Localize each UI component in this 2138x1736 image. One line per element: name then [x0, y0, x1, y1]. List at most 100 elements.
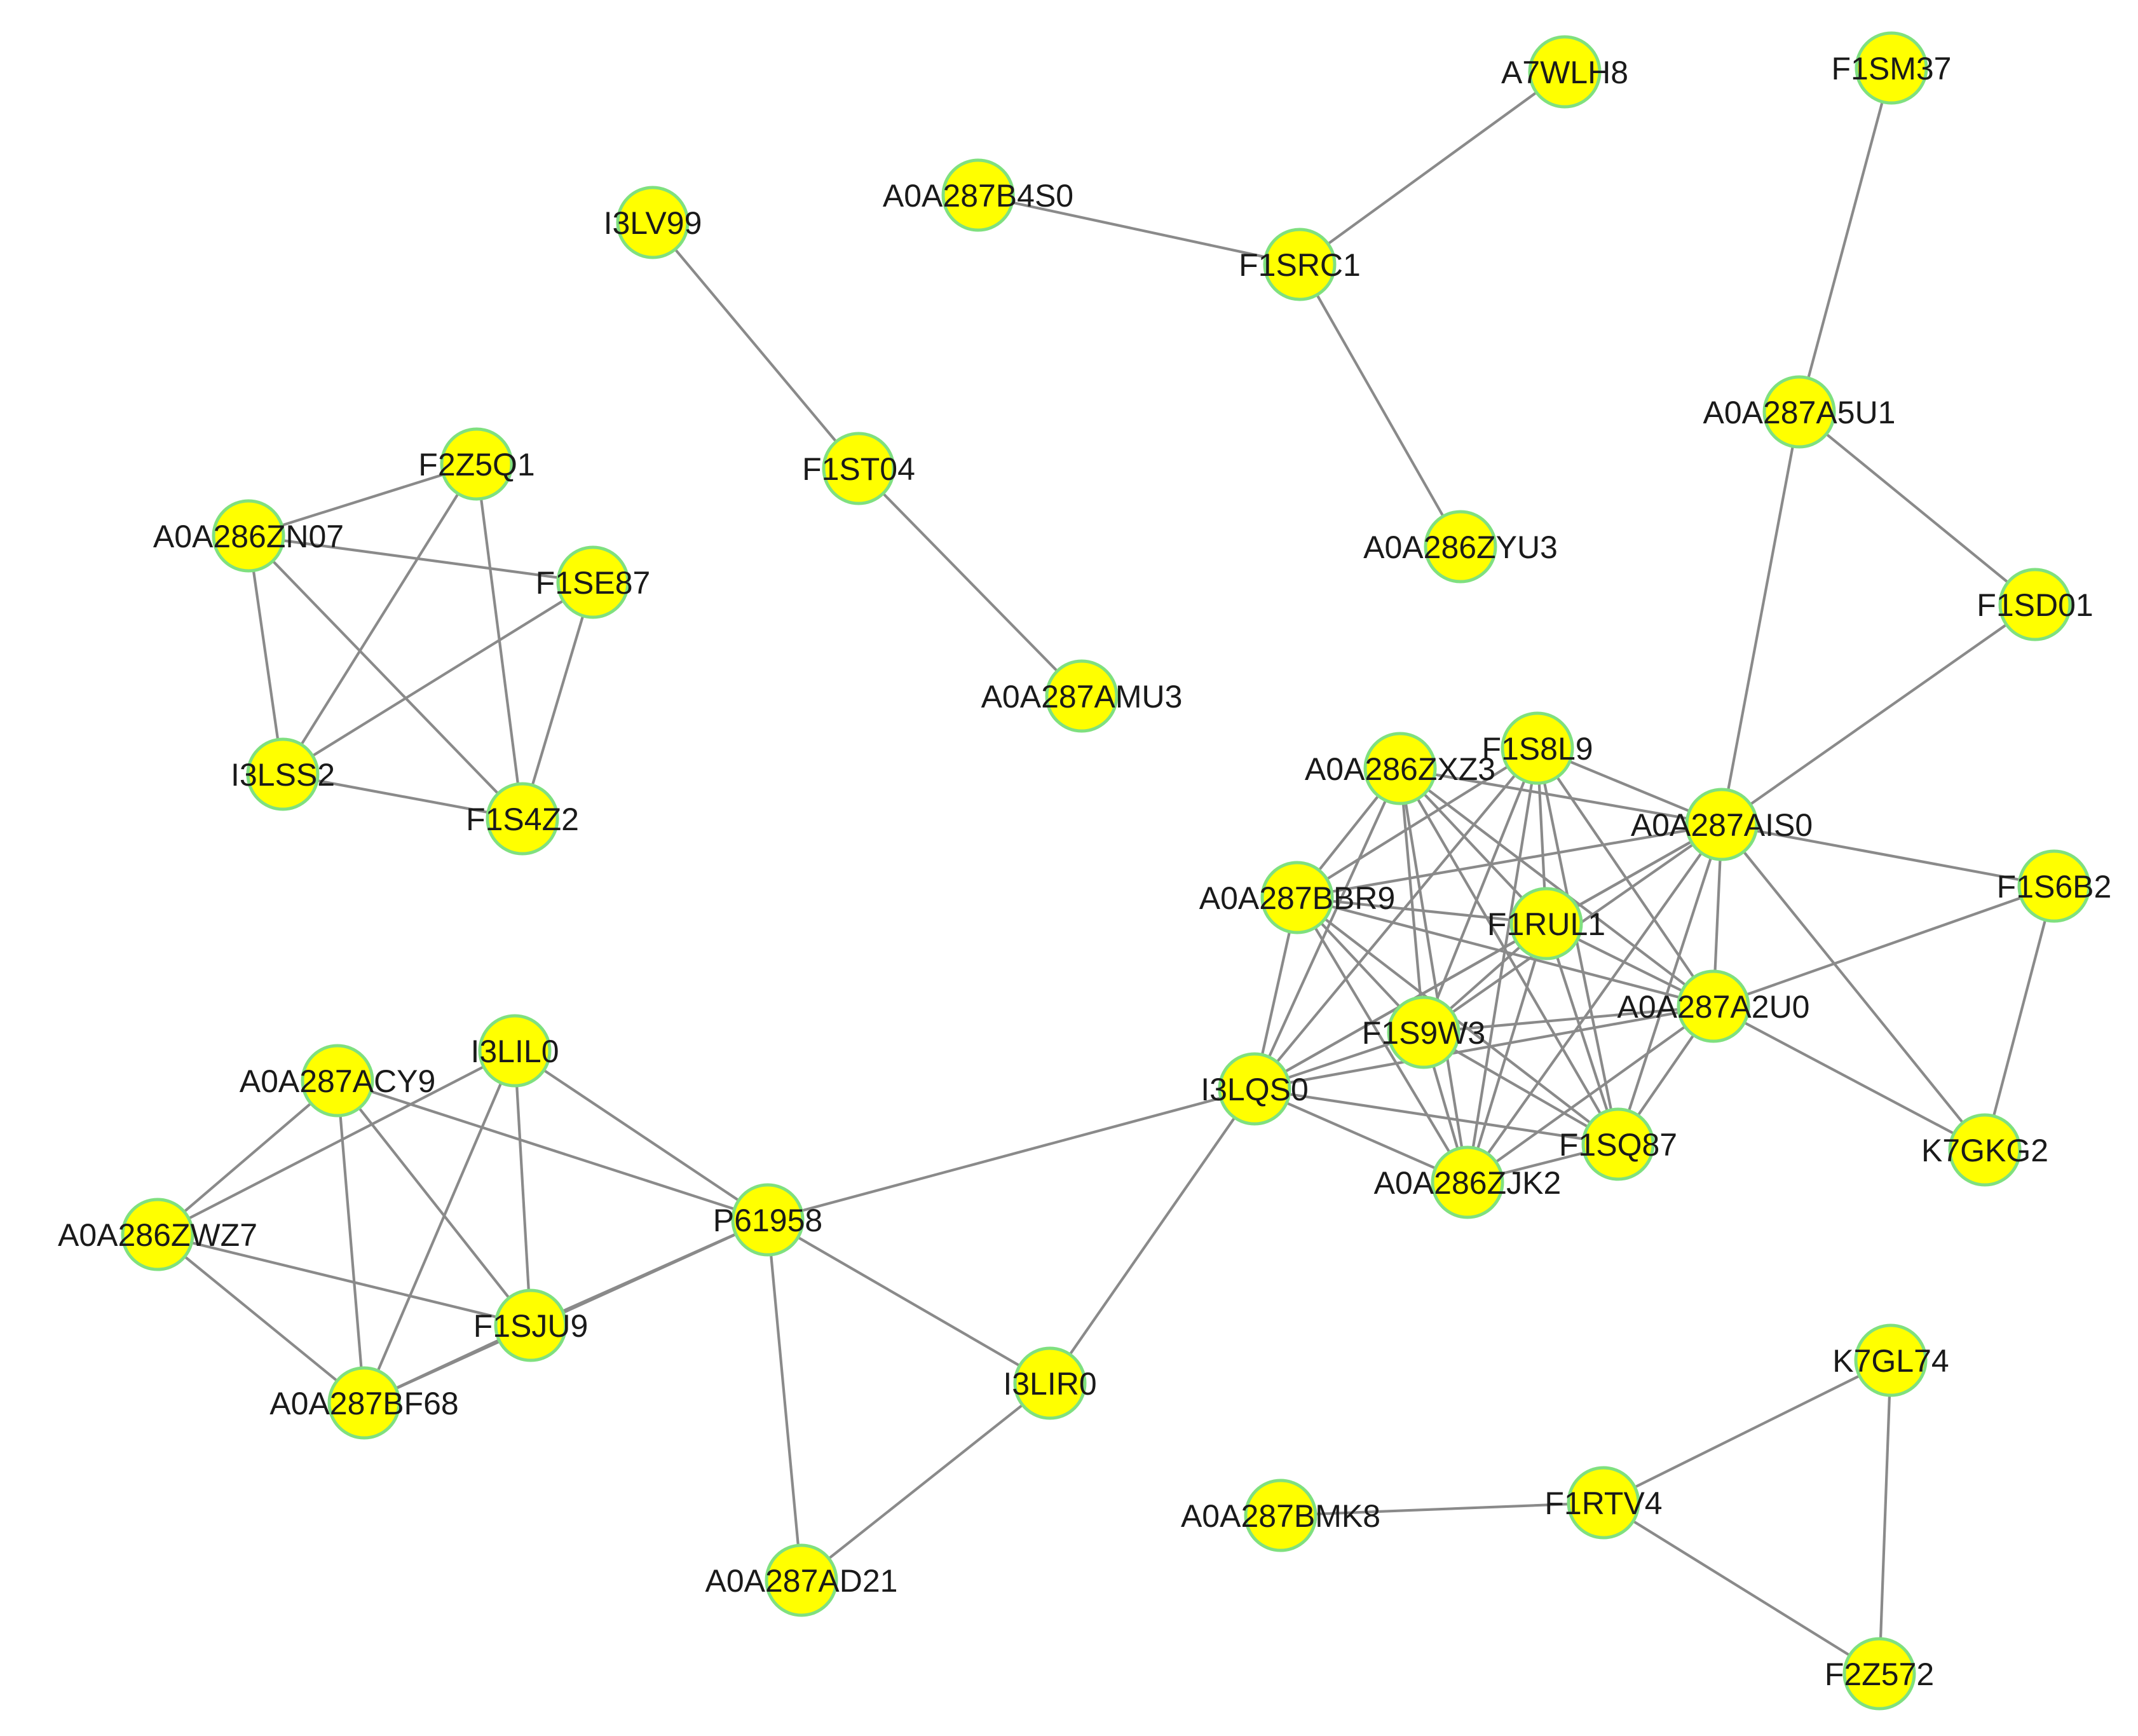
- node-label: A0A287AD21: [705, 1563, 897, 1599]
- node-circle[interactable]: [1685, 788, 1759, 861]
- node-circle[interactable]: [494, 1288, 568, 1362]
- node-a0a287ais0[interactable]: A0A287AIS0: [1631, 788, 1813, 861]
- node-circle[interactable]: [2017, 849, 2091, 923]
- node-a0a287bbr9[interactable]: A0A287BBR9: [1199, 861, 1396, 934]
- node-a0a287b4s0[interactable]: A0A287B4S0: [883, 158, 1073, 232]
- node-circle[interactable]: [1244, 1479, 1318, 1552]
- edge-f1s9w3-a0a287a2u0: [1423, 1004, 1714, 1034]
- node-f1s9w3[interactable]: F1S9W3: [1362, 995, 1486, 1069]
- node-i3lir0[interactable]: I3LIR0: [1003, 1346, 1097, 1420]
- node-circle[interactable]: [301, 1044, 374, 1117]
- edge-a0a287a2u0-k7gkg2: [1713, 1005, 1985, 1151]
- node-k7gl74[interactable]: K7GL74: [1832, 1323, 1949, 1397]
- node-circle[interactable]: [1013, 1346, 1087, 1420]
- edge-f1rul1-f1sq87: [1545, 923, 1619, 1145]
- node-a0a286zn07[interactable]: A0A286ZN07: [153, 499, 344, 573]
- node-circle[interactable]: [478, 1014, 552, 1088]
- edge-f1rtv4-f2z572: [1602, 1501, 1881, 1675]
- node-label: A0A287BBR9: [1199, 880, 1396, 916]
- node-circle[interactable]: [1998, 568, 2072, 641]
- node-circle[interactable]: [1501, 711, 1574, 785]
- node-label: A0A286ZWZ7: [58, 1217, 257, 1253]
- node-label: F1SQ87: [1559, 1127, 1677, 1163]
- node-f1s4z2[interactable]: F1S4Z2: [466, 782, 579, 856]
- node-f1s8l9[interactable]: F1S8L9: [1481, 711, 1593, 785]
- node-k7gkg2[interactable]: K7GKG2: [1921, 1113, 2048, 1187]
- node-circle[interactable]: [941, 158, 1015, 232]
- node-circle[interactable]: [1762, 375, 1836, 449]
- node-circle[interactable]: [765, 1543, 838, 1617]
- node-f1rtv4[interactable]: F1RTV4: [1544, 1466, 1663, 1540]
- node-circle[interactable]: [1431, 1145, 1504, 1219]
- node-f2z5q1[interactable]: F2Z5Q1: [418, 427, 535, 501]
- node-circle[interactable]: [486, 782, 559, 856]
- node-a0a287amu3[interactable]: A0A287AMU3: [981, 659, 1183, 733]
- node-circle[interactable]: [822, 432, 895, 505]
- node-i3lv99[interactable]: I3LV99: [604, 186, 702, 259]
- node-circle[interactable]: [121, 1198, 194, 1271]
- node-a0a287a2u0[interactable]: A0A287A2U0: [1617, 969, 1810, 1043]
- node-f1sm37[interactable]: F1SM37: [1832, 31, 1952, 105]
- edge-a0a286zn07-f2z5q1: [248, 462, 477, 538]
- node-circle[interactable]: [440, 427, 514, 501]
- node-label: I3LIR0: [1003, 1366, 1096, 1402]
- node-circle[interactable]: [1567, 1466, 1640, 1540]
- node-f1s6b2[interactable]: F1S6B2: [1997, 849, 2112, 923]
- node-circle[interactable]: [1677, 969, 1750, 1043]
- node-a0a286zyu3[interactable]: A0A286ZYU3: [1363, 510, 1558, 584]
- node-circle[interactable]: [327, 1366, 401, 1440]
- node-circle[interactable]: [1260, 861, 1334, 934]
- node-circle[interactable]: [1387, 995, 1461, 1069]
- node-circle[interactable]: [1363, 732, 1437, 805]
- node-circle[interactable]: [246, 737, 320, 811]
- node-a0a287acy9[interactable]: A0A287ACY9: [240, 1044, 436, 1117]
- node-a7wlh8[interactable]: A7WLH8: [1501, 35, 1628, 109]
- node-f1se87[interactable]: F1SE87: [536, 545, 651, 619]
- node-circle[interactable]: [1424, 510, 1497, 584]
- node-f1src1[interactable]: F1SRC1: [1239, 228, 1361, 301]
- node-label: A0A287A2U0: [1617, 989, 1809, 1025]
- node-circle[interactable]: [1842, 1637, 1916, 1711]
- node-a0a287bf68[interactable]: A0A287BF68: [269, 1366, 459, 1440]
- node-circle[interactable]: [1218, 1052, 1291, 1126]
- node-a0a287a5u1[interactable]: A0A287A5U1: [1703, 375, 1896, 449]
- node-i3lqs0[interactable]: I3LQS0: [1201, 1052, 1309, 1126]
- node-circle[interactable]: [1854, 1323, 1928, 1397]
- node-circle[interactable]: [1948, 1113, 2022, 1187]
- node-label: A0A286ZJK2: [1374, 1165, 1562, 1201]
- node-a0a287ad21[interactable]: A0A287AD21: [705, 1543, 898, 1617]
- node-label: I3LSS2: [231, 757, 335, 793]
- node-f1sd01[interactable]: F1SD01: [1977, 568, 2094, 641]
- node-circle[interactable]: [616, 186, 690, 259]
- node-a0a287bmk8[interactable]: A0A287BMK8: [1181, 1479, 1380, 1552]
- edge-a0a286zxz3-a0a287ais0: [1399, 767, 1722, 826]
- node-i3lss2[interactable]: I3LSS2: [231, 737, 335, 811]
- node-circle[interactable]: [1855, 31, 1928, 105]
- edge-f1se87-f1s4z2: [521, 582, 595, 819]
- node-circle[interactable]: [556, 545, 630, 619]
- node-i3lil0[interactable]: I3LIL0: [470, 1014, 559, 1088]
- node-f1rul1[interactable]: F1RUL1: [1487, 887, 1605, 960]
- node-circle[interactable]: [1045, 659, 1119, 733]
- node-circle[interactable]: [731, 1183, 805, 1257]
- node-circle[interactable]: [1581, 1107, 1655, 1181]
- node-f1st04[interactable]: F1ST04: [802, 432, 915, 505]
- edge-i3lil0-a0a286zwz7: [157, 1049, 515, 1236]
- node-f2z572[interactable]: F2Z572: [1825, 1637, 1934, 1711]
- node-a0a286zjk2[interactable]: A0A286ZJK2: [1374, 1145, 1562, 1219]
- node-circle[interactable]: [212, 499, 285, 573]
- edge-a0a287acy9-a0a287bf68: [336, 1080, 366, 1404]
- node-circle[interactable]: [1263, 228, 1337, 301]
- node-circle[interactable]: [1528, 35, 1602, 109]
- node-label: A0A286ZYU3: [1363, 530, 1558, 565]
- node-f1sq87[interactable]: F1SQ87: [1559, 1107, 1677, 1181]
- node-circle[interactable]: [1509, 887, 1583, 960]
- node-a0a286zxz3[interactable]: A0A286ZXZ3: [1305, 732, 1495, 805]
- node-a0a286zwz7[interactable]: A0A286ZWZ7: [58, 1198, 257, 1271]
- edge-a0a287acy9-p61958: [337, 1079, 768, 1221]
- node-p61958[interactable]: P61958: [713, 1183, 822, 1257]
- node-label: F1RTV4: [1544, 1486, 1662, 1521]
- edge-a0a286zwz7-a0a287bf68: [156, 1233, 365, 1404]
- edge-f1s8l9-i3lqs0: [1253, 747, 1539, 1090]
- node-f1sju9[interactable]: F1SJU9: [473, 1288, 589, 1362]
